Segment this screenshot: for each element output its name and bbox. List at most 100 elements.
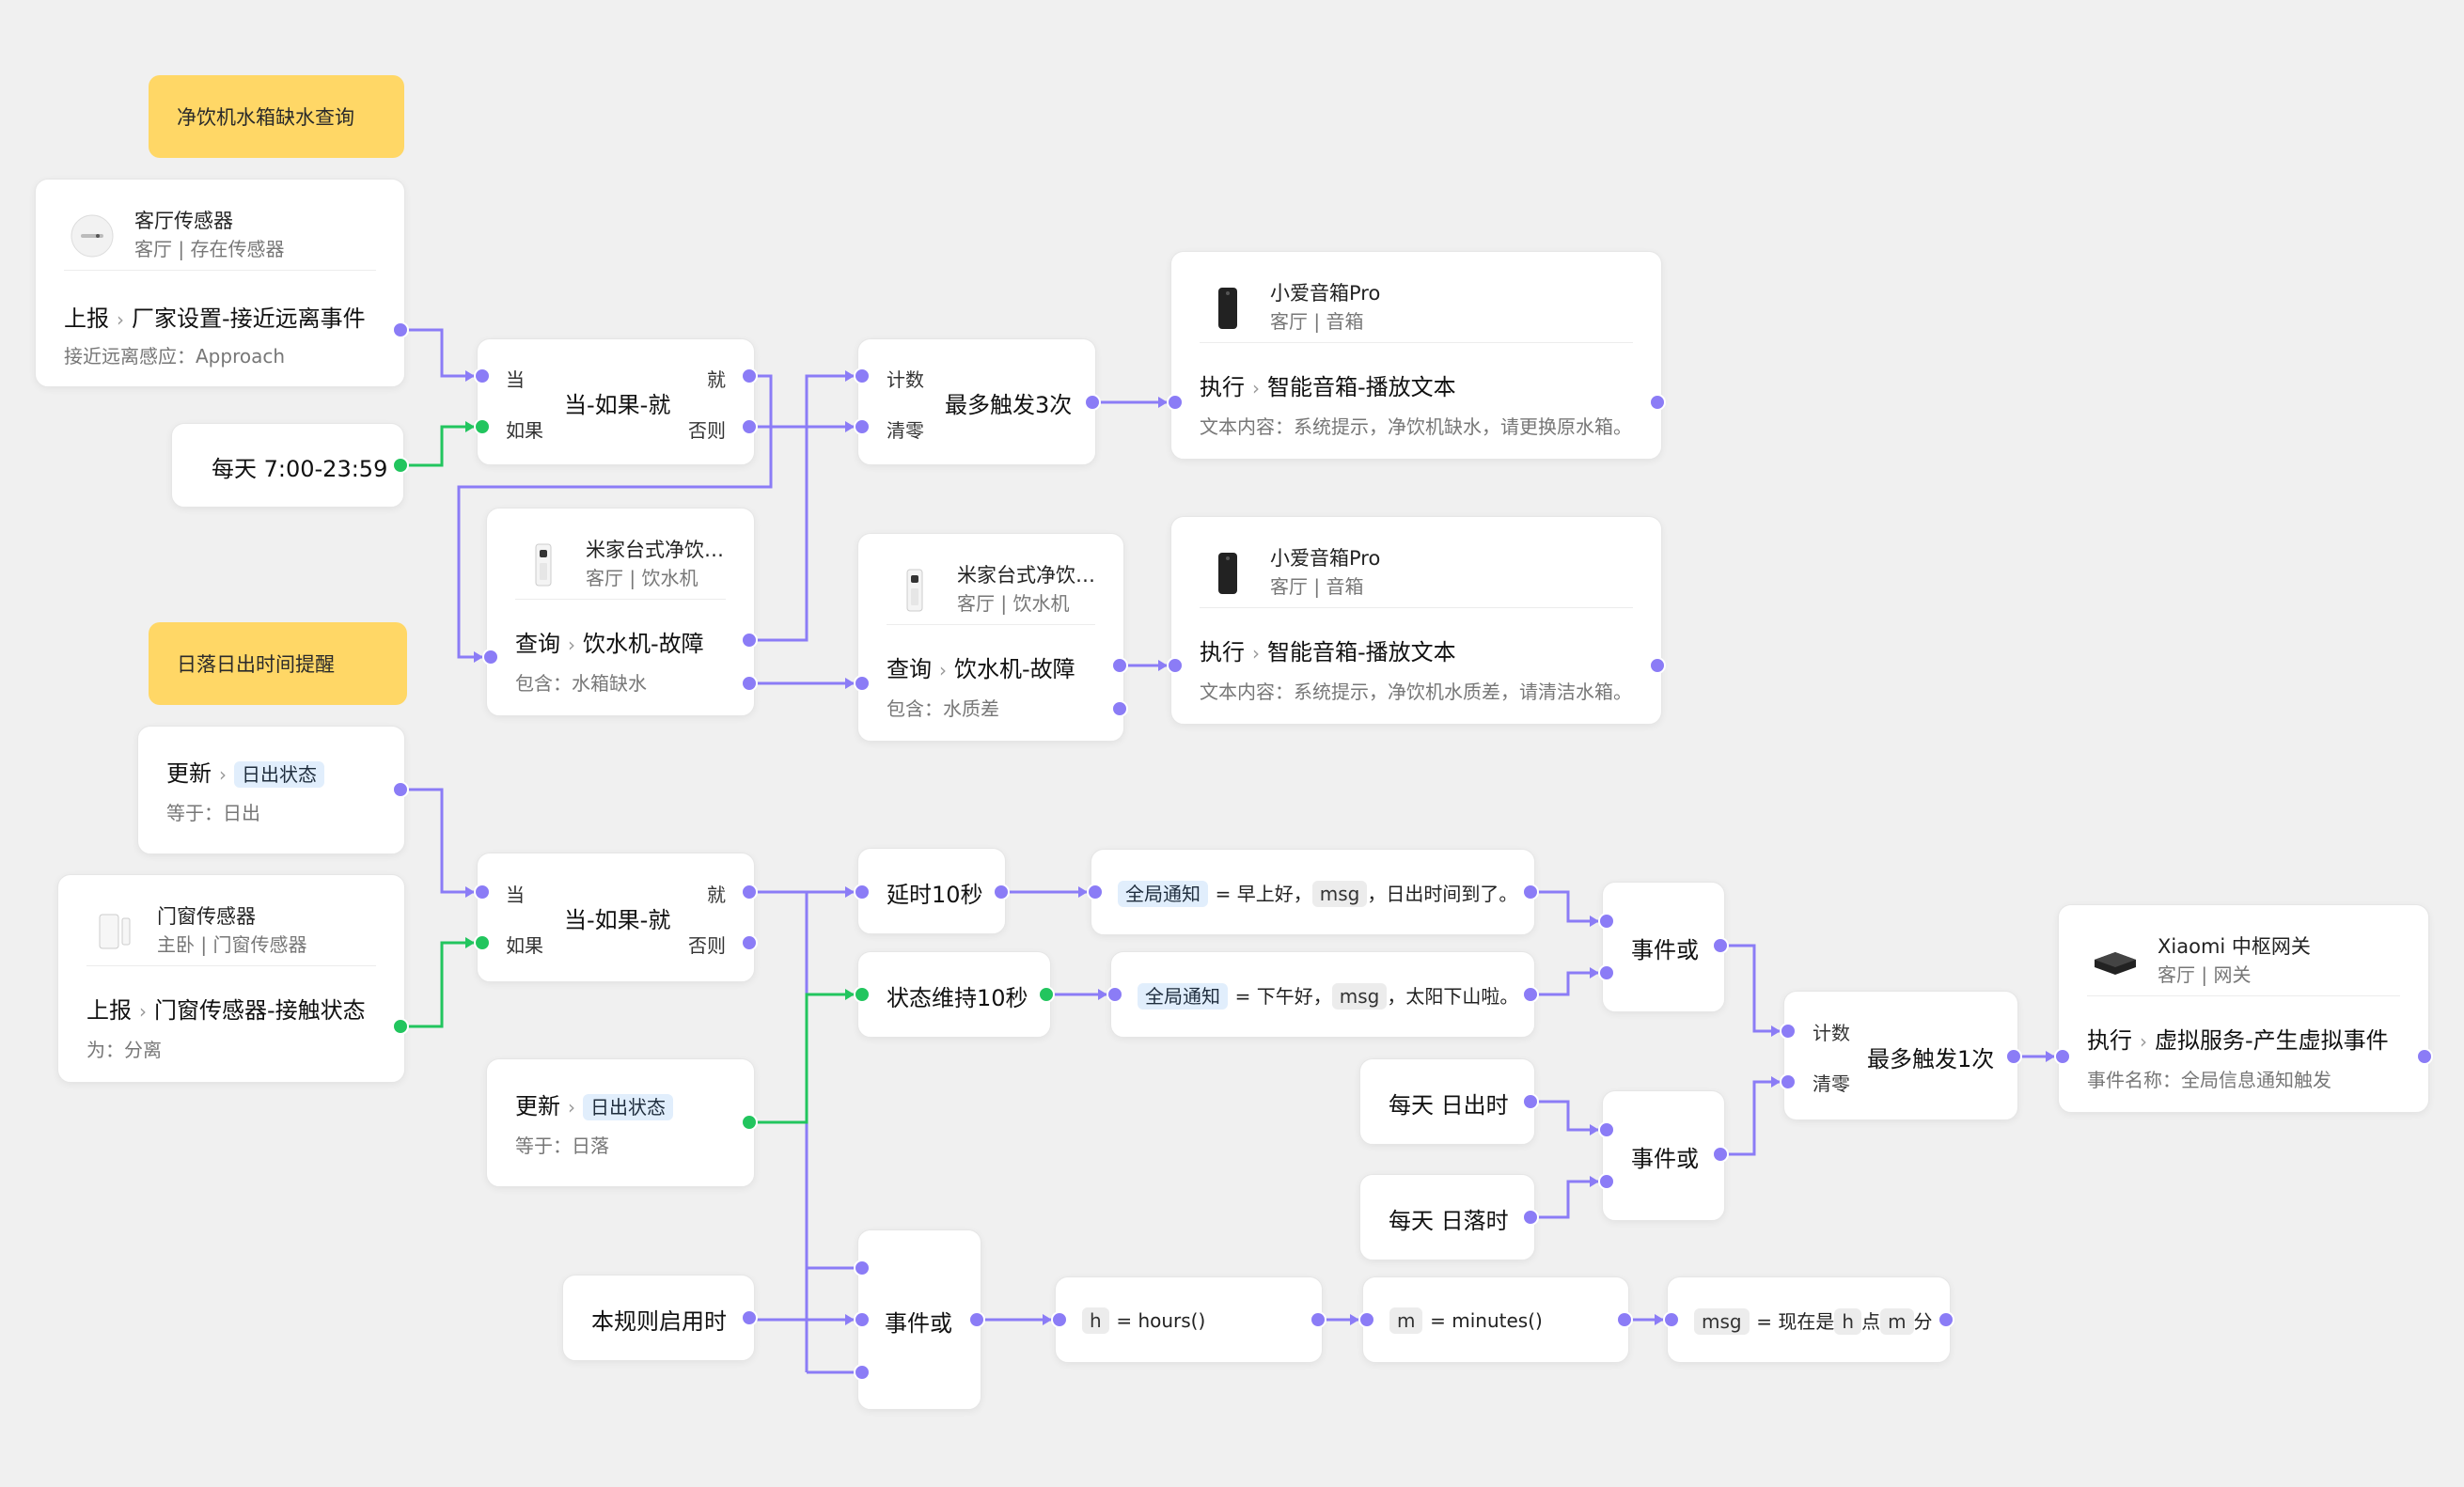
chevron-right-icon: › (2140, 1030, 2147, 1053)
port-event-or3-in-a[interactable] (854, 1260, 871, 1276)
node-text: 状态维持10秒 (887, 985, 1028, 1011)
port-limit3-out[interactable] (1084, 394, 1101, 411)
port-label-reset: 清零 (887, 419, 924, 442)
when-if-then-node-2[interactable]: 当 如果 当-如果-就 就 否则 (477, 853, 755, 982)
port-hold-in[interactable] (854, 986, 871, 1003)
port-event-or2-out[interactable] (1712, 1146, 1729, 1163)
event-or-node-1[interactable]: 事件或 (1602, 882, 1725, 1012)
port-speaker2-in[interactable] (1167, 657, 1184, 674)
port-purifier2-in[interactable] (854, 675, 871, 692)
max-trigger-3-node[interactable]: 计数 清零 最多触发3次 (857, 338, 1096, 465)
node-text: 每天 日落时 (1389, 1208, 1509, 1234)
port-limit1-out[interactable] (2005, 1048, 2022, 1065)
port-hold-out[interactable] (1038, 986, 1055, 1003)
port-purifier1-in[interactable] (482, 649, 499, 665)
device-location: 客厅 | 饮水机 (957, 592, 1070, 615)
action-line: 查询›饮水机-故障 (515, 625, 704, 658)
hold-10s-node[interactable]: 状态维持10秒 (857, 951, 1051, 1038)
port-event-or1-in-b[interactable] (1598, 964, 1615, 981)
port-var-m-out[interactable] (1616, 1311, 1633, 1328)
port-when2-if[interactable] (474, 934, 491, 951)
port-door-sensor-out[interactable] (392, 1018, 409, 1035)
port-event-or1-out[interactable] (1712, 937, 1729, 954)
port-sunrise-update-out[interactable] (392, 781, 409, 798)
daily-sunrise-node[interactable]: 每天 日出时 (1359, 1058, 1535, 1145)
port-daily-time-out[interactable] (392, 457, 409, 474)
port-event-or3-out[interactable] (968, 1311, 985, 1328)
action-detail: 包含：水箱缺水 (515, 672, 647, 695)
variable-chip: msg (1694, 1308, 1750, 1335)
port-limit3-count[interactable] (854, 368, 871, 384)
port-notify-morning-in[interactable] (1087, 884, 1104, 900)
port-living-sensor-out[interactable] (392, 321, 409, 338)
port-var-msg-out[interactable] (1938, 1311, 1954, 1328)
port-var-h-in[interactable] (1051, 1311, 1068, 1328)
chevron-right-icon: › (568, 634, 575, 656)
port-delay-in[interactable] (854, 884, 871, 900)
port-var-m-in[interactable] (1358, 1311, 1375, 1328)
speaker-node-1[interactable]: 小爱音箱Pro 客厅 | 音箱 执行›智能音箱-播放文本 文本内容：系统提示，净… (1170, 251, 1662, 460)
assign-text: = 现在是 (1756, 1310, 1835, 1333)
daily-sunset-node[interactable]: 每天 日落时 (1359, 1174, 1535, 1260)
port-when2-when[interactable] (474, 884, 491, 900)
sunrise-update-node[interactable]: 更新›日出状态 等于：日出 (137, 726, 405, 854)
port-var-h-out[interactable] (1310, 1311, 1326, 1328)
sunset-update-node[interactable]: 更新›日出状态 等于：日落 (486, 1058, 755, 1187)
port-notify-evening-in[interactable] (1106, 986, 1123, 1003)
var-minutes-node[interactable]: m = minutes() (1362, 1276, 1629, 1363)
port-event-or3-in-b[interactable] (854, 1311, 871, 1328)
port-when2-else[interactable] (741, 934, 758, 951)
port-gateway-out[interactable] (2416, 1048, 2433, 1065)
port-daily-sunset-out[interactable] (1522, 1209, 1539, 1226)
var-hours-node[interactable]: h = hours() (1055, 1276, 1323, 1363)
event-or-node-2[interactable]: 事件或 (1602, 1090, 1725, 1221)
port-when2-then[interactable] (741, 884, 758, 900)
port-event-or1-in-a[interactable] (1598, 913, 1615, 930)
port-event-or2-in-b[interactable] (1598, 1173, 1615, 1190)
port-notify-evening-out[interactable] (1522, 986, 1539, 1003)
daily-time-node[interactable]: 每天 7:00-23:59 (171, 423, 404, 508)
port-rule-start-out[interactable] (741, 1309, 758, 1326)
node-text: 事件或 (1631, 1146, 1699, 1172)
port-gateway-in[interactable] (2054, 1048, 2071, 1065)
port-limit3-reset[interactable] (854, 418, 871, 435)
purifier-query-node-2[interactable]: 米家台式净饮… 客厅 | 饮水机 查询›饮水机-故障 包含：水质差 (857, 533, 1124, 742)
port-speaker1-out[interactable] (1649, 394, 1666, 411)
port-purifier1-out-false[interactable] (741, 675, 758, 692)
variable-tag: 全局通知 (1118, 881, 1208, 907)
port-when1-then[interactable] (741, 368, 758, 384)
port-purifier2-out-true[interactable] (1111, 657, 1128, 674)
speaker-node-2[interactable]: 小爱音箱Pro 客厅 | 音箱 执行›智能音箱-播放文本 文本内容：系统提示，净… (1170, 516, 1662, 725)
port-limit1-count[interactable] (1780, 1023, 1797, 1040)
port-limit1-reset[interactable] (1780, 1073, 1797, 1090)
port-when1-when[interactable] (474, 368, 491, 384)
port-purifier1-out-true[interactable] (741, 632, 758, 649)
rule-start-node[interactable]: 本规则启用时 (562, 1275, 755, 1361)
purifier-query-node-1[interactable]: 米家台式净饮… 客厅 | 饮水机 查询›饮水机-故障 包含：水箱缺水 (486, 508, 755, 716)
port-label-else: 否则 (688, 419, 726, 442)
global-notify-morning-node[interactable]: 全局通知 = 早上好，msg，日出时间到了。 (1091, 849, 1535, 935)
door-sensor-node[interactable]: 门窗传感器 主卧 | 门窗传感器 上报›门窗传感器-接触状态 为：分离 (57, 874, 405, 1083)
port-speaker2-out[interactable] (1649, 657, 1666, 674)
port-when1-if[interactable] (474, 418, 491, 435)
port-daily-sunrise-out[interactable] (1522, 1093, 1539, 1110)
port-notify-morning-out[interactable] (1522, 884, 1539, 900)
global-notify-evening-node[interactable]: 全局通知 = 下午好，msg，太阳下山啦。 (1110, 951, 1535, 1038)
port-sunset-update-out[interactable] (741, 1114, 758, 1131)
port-when1-else[interactable] (741, 418, 758, 435)
port-var-msg-in[interactable] (1663, 1311, 1680, 1328)
living-room-sensor-node[interactable]: 客厅传感器 客厅 | 存在传感器 上报›厂家设置-接近远离事件 接近远离感应：A… (35, 179, 405, 387)
event-or-node-3[interactable]: 事件或 (857, 1229, 981, 1410)
when-if-then-node-1[interactable]: 当 如果 当-如果-就 就 否则 (477, 338, 755, 465)
delay-10s-node[interactable]: 延时10秒 (857, 848, 1006, 934)
port-delay-out[interactable] (993, 884, 1010, 900)
gateway-node[interactable]: Xiaomi 中枢网关 客厅 | 网关 执行›虚拟服务-产生虚拟事件 事件名称：… (2058, 904, 2429, 1113)
port-purifier2-out-false[interactable] (1111, 700, 1128, 717)
chevron-right-icon: › (568, 1096, 575, 1119)
port-event-or2-in-a[interactable] (1598, 1121, 1615, 1138)
max-trigger-1-node[interactable]: 计数 清零 最多触发1次 (1783, 991, 2018, 1120)
port-event-or3-in-c[interactable] (854, 1364, 871, 1381)
port-speaker1-in[interactable] (1167, 394, 1184, 411)
